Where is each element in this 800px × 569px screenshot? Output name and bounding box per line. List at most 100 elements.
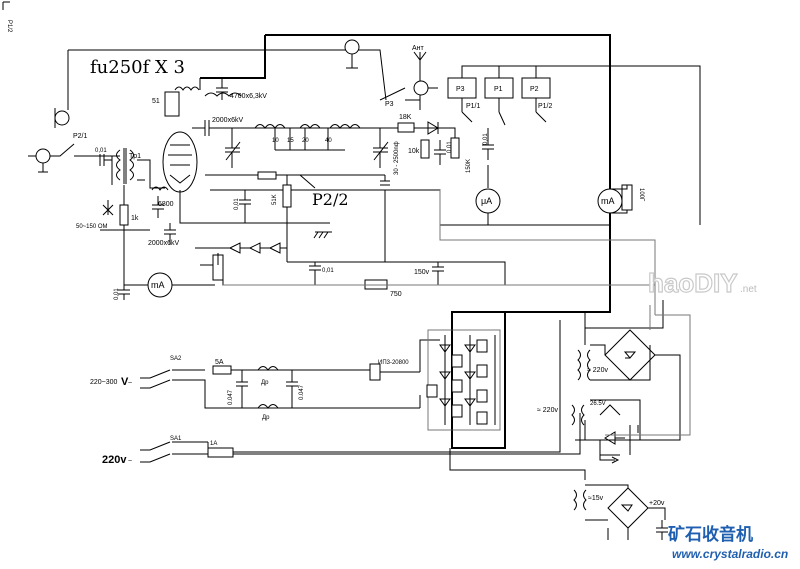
lv-15v-wires [449,448,666,540]
bridge-rectifier-b [607,487,649,529]
tune-cap-left [225,128,241,168]
rf-cap-a [434,140,446,165]
bridge-rectifier-a [604,329,656,381]
transformer-15v [573,489,587,511]
t15v-label: ≈15v [588,495,604,502]
bias-bus [172,261,506,286]
res-18k [397,122,415,133]
fuse-5a [212,365,232,375]
top-wire [68,49,387,101]
grid-coil [174,86,200,91]
mains-cap-a [236,370,248,408]
hv-rectifier-bridge [426,329,501,431]
cap-385 [380,175,390,262]
tune-cap-right [373,128,389,168]
input-cap [99,154,112,166]
tilde-icon-b: ~ [128,458,132,465]
cap-6800-label: 6800 [158,201,174,208]
relay-contacts [461,111,547,126]
ua-label: μA [481,196,492,206]
v-sym: V [121,376,129,388]
cap-001-mid [309,262,321,285]
plate-cap [216,78,228,100]
thermo-label: ИП3-20800 [378,360,409,366]
lv-bus-1 [451,300,664,448]
cap-001-left-label: 0,01 [234,198,240,210]
input-res-50-150 [102,200,114,216]
choke-b-label: Др [262,415,270,421]
crystalradio-logo-cn: 矿石收音机 [668,524,753,545]
cap-0047-b-label: 0.047 [299,384,305,400]
res-top-small [257,171,277,180]
input-line [111,155,120,185]
res-10k-label: 10k [408,148,420,155]
cap-001-mid-label: 0,01 [322,268,334,274]
relay-p3-label: P3 [456,86,465,93]
diode-chain [195,242,287,254]
ground-symbol [313,231,332,239]
tap-label-15: 15 [287,138,294,144]
tube-bottom-bus [179,190,330,224]
choke-a [257,366,279,371]
v220-label: 220v [102,454,127,466]
coil-taps [274,128,329,150]
sa1-label: SA1 [170,436,182,442]
res-150k-label: 150K [466,159,472,173]
res-1k-label: 1k [131,215,139,222]
var-cap-label: 30 - 2500nф [394,141,400,175]
p2-1-label: P2/1 [73,133,88,140]
cap-bottom [164,223,176,245]
res-51k [282,184,292,208]
fuse-5a-label: 5A [215,359,224,366]
cap-001-b-label: 0,01 [483,133,489,145]
cap-001-vert [239,190,251,223]
hv-rail-down [200,35,266,79]
input-connector-icon [28,148,51,173]
p1-2-label: P1/2 [538,103,553,110]
transformer-220-a [577,349,591,381]
t220-b-label: ≈ 220v [537,407,558,414]
rf-cap-b [482,128,494,160]
p2-2-label: P2/2 [312,190,349,209]
plate-cap-label: 4700x6,3kV [230,93,267,100]
res-10k [420,139,430,159]
ma-right-label: mA [601,196,615,206]
tp1-label: Tp1 [129,153,141,160]
haodiy-watermark: haoDIY [648,268,738,298]
sa2-label: SA2 [170,356,182,362]
pot-bias [200,253,224,281]
relay-group [447,65,701,225]
tap-label-40: 40 [325,138,332,144]
grid-res-label: 51 [152,98,160,105]
input-220-300-label: 220~300 [90,379,118,386]
cap-20v [656,520,668,540]
antenna-connector-icon [413,80,438,96]
haodiy-net-watermark: .net [740,284,757,295]
res-100-label: 100Г [638,188,644,202]
p1-1-label: P1/1 [466,103,481,110]
transformer-tp1 [116,148,134,184]
coupling-cap [204,120,210,136]
thermal-protector [369,363,381,381]
p3-switch [379,87,420,101]
cap-bottom-label: 2000x6kV [148,240,179,247]
t220-a-label: ≈ 220v [587,367,608,374]
relay-p1-label: P1 [494,86,503,93]
arrow-to-relay [599,445,620,464]
ma-left-label: mA [151,280,165,290]
res-1k [119,204,129,226]
p2-2-contact [299,174,316,189]
circuit-title: fu250f X 3 [90,57,185,78]
cap-150v-label: 150v [414,269,430,276]
fuse-1a-label: 1A [210,441,217,447]
cap-001-bias [118,285,130,300]
p1-2-switch: P1/2 [2,1,12,33]
grid-bias-wire [205,174,385,262]
cap-150v [432,262,444,285]
choke-a-label: Др [261,380,269,386]
microammeter [475,165,501,225]
res-18k-label: 18K [399,114,412,121]
relay-supply-wires [584,399,641,456]
right-return-wire [439,190,691,436]
